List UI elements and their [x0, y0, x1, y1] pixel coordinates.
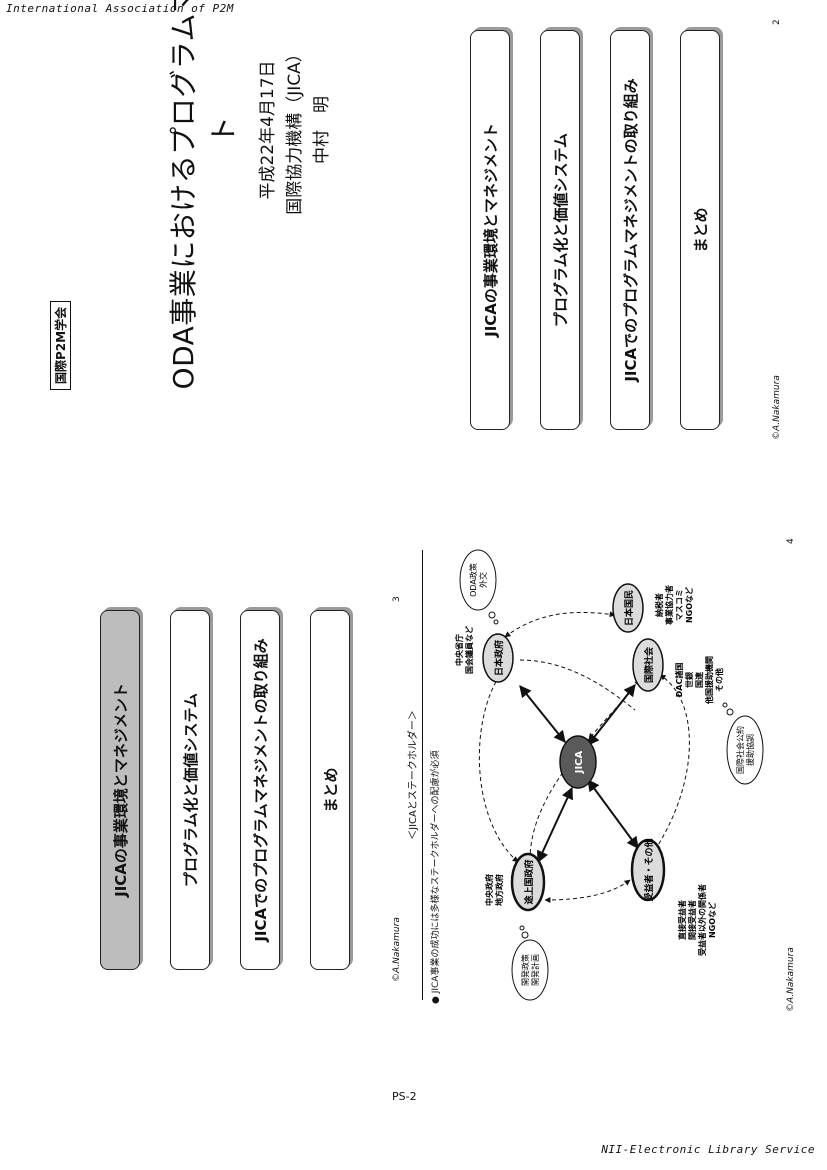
- cloud-intl: 国際社会公約 援助協調: [722, 702, 764, 785]
- node-jpgov-label: 日本政府: [493, 640, 505, 676]
- presenter-organization: 国際協力機構（JICA）: [285, 45, 305, 215]
- devgov-note: 中央政府 地方政府: [484, 874, 504, 906]
- svg-text:国会議員など: 国会議員など: [464, 626, 474, 674]
- svg-text:世銀: 世銀: [684, 672, 694, 688]
- slide-stakeholders: ＜JICAとステークホルダー＞ ● JICA事業の成功には多様なステークホルダー…: [400, 538, 800, 1110]
- agenda-list: JICAの事業環境とマネジメント プログラム化と価値システム JICAでのプログ…: [100, 610, 380, 970]
- svg-text:地方政府: 地方政府: [494, 874, 504, 906]
- node-intl-label: 国際社会: [643, 646, 655, 683]
- slide-number: 2: [772, 19, 782, 25]
- svg-text:ODA政策: ODA政策: [468, 563, 478, 597]
- page-footer: NII-Electronic Library Service: [601, 1143, 815, 1156]
- link-jica-beneficiary: [587, 779, 639, 849]
- agenda-item: プログラム化と価値システム: [540, 30, 580, 430]
- node-jpgov: [482, 633, 514, 683]
- cloud-dev: 開発政策 開発計画: [511, 925, 549, 1001]
- link-devgov-jpgov: [478, 674, 519, 863]
- svg-text:事業協力者: 事業協力者: [664, 585, 674, 625]
- jpgov-note: 中央省庁 国会議員など: [454, 626, 474, 674]
- svg-text:援助協調: 援助協調: [745, 734, 755, 766]
- intl-note: DAC諸国 世銀 国連 他国援助機関 その他: [674, 656, 724, 705]
- link-jpgov-intl: [519, 659, 636, 711]
- svg-text:間接受益者: 間接受益者: [687, 900, 697, 940]
- svg-text:マスコミ: マスコミ: [675, 589, 684, 621]
- agenda-list: JICAの事業環境とマネジメント プログラム化と価値システム JICAでのプログ…: [470, 30, 750, 430]
- node-jppeople-label: 日本国民: [623, 590, 635, 626]
- node-jica-label: JICA: [574, 750, 585, 774]
- node-beneficiary: [630, 838, 666, 902]
- presenter-name: 中村 明: [312, 96, 332, 164]
- svg-text:その他: その他: [714, 668, 724, 692]
- node-intl: [632, 638, 664, 692]
- page-header: International Association of P2M: [6, 2, 234, 15]
- presenter-info: 平成22年4月17日 国際協力機構（JICA） 中村 明: [255, 0, 336, 400]
- svg-text:NGOなど: NGOなど: [707, 902, 717, 938]
- presentation-title: ODA事業におけるプログラムマネジメント: [167, 0, 240, 390]
- node-jica: [559, 735, 597, 789]
- slide-credit: ©A.Nakamura: [772, 375, 782, 440]
- agenda-item-active: JICAの事業環境とマネジメント: [100, 610, 140, 970]
- society-tag: 国際P2M学会: [50, 300, 71, 390]
- svg-text:中央政府: 中央政府: [484, 874, 494, 906]
- agenda-item: まとめ: [680, 30, 720, 430]
- svg-text:開発計画: 開発計画: [530, 954, 540, 986]
- svg-text:他国援助機関: 他国援助機関: [704, 656, 714, 705]
- svg-text:NGOなど: NGOなど: [684, 587, 694, 623]
- slide-credit: ©A.Nakamura: [786, 947, 796, 1012]
- svg-text:納税者: 納税者: [654, 593, 664, 617]
- slide-agenda-highlight: JICAの事業環境とマネジメント プログラム化と価値システム JICAでのプログ…: [90, 596, 410, 1070]
- slide-agenda: JICAの事業環境とマネジメント プログラム化と価値システム JICAでのプログ…: [460, 19, 790, 560]
- stakeholder-diagram: JICA 日本政府 日本国民 国際社会 途上国政府 受益者・その他 中央省庁 国…: [454, 549, 764, 1001]
- svg-text:受益者以外の関係者: 受益者以外の関係者: [697, 884, 707, 956]
- svg-text:外交: 外交: [478, 572, 488, 588]
- cloud-oda: ODA政策 外交: [459, 549, 499, 625]
- agenda-item: JICAでのプログラムマネジメントの取り組み: [610, 30, 650, 430]
- slide-title: 国際P2M学会 ODA事業におけるプログラムマネジメント 平成22年4月17日 …: [30, 0, 400, 570]
- ps-label: PS-2: [392, 1090, 417, 1103]
- node-devgov: [510, 852, 546, 912]
- svg-text:DAC諸国: DAC諸国: [674, 663, 684, 698]
- agenda-item: プログラム化と価値システム: [170, 610, 210, 970]
- link-jica-jpgov: [519, 685, 566, 743]
- agenda-item: JICAの事業環境とマネジメント: [470, 30, 510, 430]
- node-devgov-label: 途上国政府: [523, 859, 535, 904]
- svg-text:国際社会公約: 国際社会公約: [735, 726, 745, 774]
- link-jpgov-jppeople: [504, 611, 616, 638]
- agenda-item: まとめ: [310, 610, 350, 970]
- svg-text:国連: 国連: [694, 671, 704, 688]
- svg-text:中央省庁: 中央省庁: [454, 634, 464, 666]
- slide-number: 4: [786, 538, 796, 544]
- presentation-date: 平成22年4月17日: [258, 60, 278, 200]
- agenda-item: JICAでのプログラムマネジメントの取り組み: [240, 610, 280, 970]
- jppeople-note: 納税者 事業協力者 マスコミ NGOなど: [654, 585, 694, 625]
- node-jppeople: [612, 583, 644, 633]
- link-beneficiary-intl: [654, 674, 690, 851]
- svg-text:直接受益者: 直接受益者: [677, 900, 687, 940]
- beneficiary-note: 直接受益者 間接受益者 受益者以外の関係者 NGOなど: [677, 884, 717, 956]
- link-jica-devgov: [537, 786, 573, 864]
- link-devgov-beneficiary: [544, 879, 631, 903]
- node-beneficiary-label: 受益者・その他: [643, 838, 655, 901]
- svg-text:開発政策: 開発政策: [520, 954, 530, 986]
